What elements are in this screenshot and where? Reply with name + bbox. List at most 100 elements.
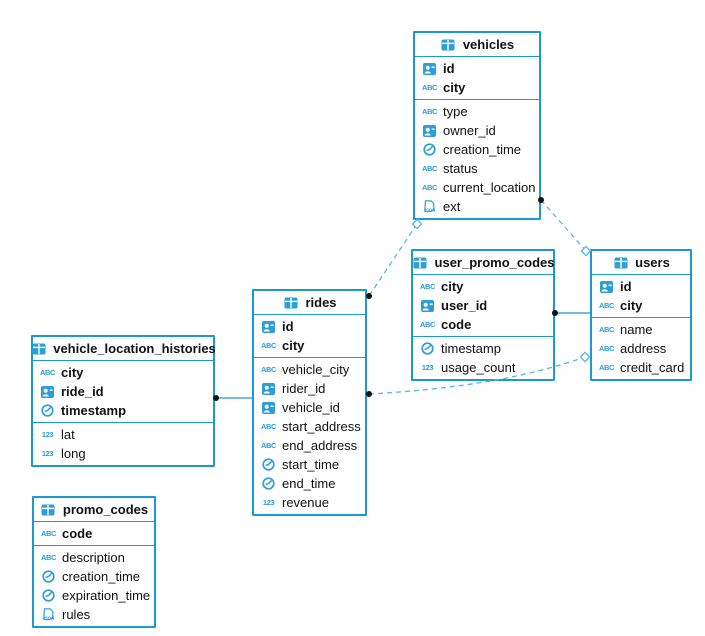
table-icon (440, 39, 457, 51)
column-name: ext (443, 199, 461, 214)
abc-type-icon: ABC (421, 82, 438, 92)
column-user_id: user_id (413, 296, 553, 315)
table-name: user_promo_codes (434, 255, 555, 270)
table-icon (30, 343, 47, 355)
column-name: id (620, 279, 632, 294)
number-type-icon: 123 (41, 448, 54, 458)
table-icon (282, 297, 299, 309)
column-name: code (441, 317, 472, 332)
table-icon (412, 257, 429, 269)
column-name: current_location (443, 180, 536, 195)
column-creation_time: creation_time (415, 140, 539, 159)
column-id: id (415, 59, 539, 78)
abc-type-icon: ABC (260, 440, 277, 450)
abc-type-icon: ABC (40, 528, 57, 538)
abc-type-icon: ABC (260, 340, 277, 350)
column-name: creation_time (443, 142, 522, 157)
column-name: owner_id (443, 123, 496, 138)
column-name: city (443, 80, 466, 95)
column-name: code (62, 526, 93, 541)
column-name: credit_card (620, 360, 685, 375)
abc-type-icon: ABC (419, 319, 436, 329)
number-type-icon: 123 (262, 497, 275, 507)
table-header[interactable]: vehicle_location_histories (30, 337, 216, 361)
id-type-icon (421, 62, 438, 75)
id-type-icon (598, 280, 615, 293)
column-name: city (620, 298, 643, 313)
svg-text:JSON: JSON (43, 615, 54, 620)
abc-type-icon: ABC (260, 421, 277, 431)
column-timestamp: timestamp (33, 401, 213, 420)
table-header[interactable]: users (592, 251, 690, 275)
column-code: ABC code (413, 315, 553, 334)
table-header[interactable]: vehicles (415, 33, 539, 57)
column-name: ride_id (61, 384, 104, 399)
column-start_time: start_time (254, 455, 365, 474)
table-name: promo_codes (62, 502, 149, 517)
column-city: ABC city (592, 296, 690, 315)
abc-type-icon: ABC (421, 106, 438, 116)
table-name: rides (305, 295, 337, 310)
timestamp-type-icon (40, 589, 57, 602)
timestamp-type-icon (39, 404, 56, 417)
column-expiration_time: expiration_time (34, 586, 154, 605)
column-name: city (441, 279, 464, 294)
column-name: type (443, 104, 468, 119)
column-timestamp: timestamp (413, 339, 553, 358)
column-code: ABC code (34, 524, 154, 543)
primary-key-section: ABC code (34, 522, 154, 545)
timestamp-type-icon (419, 342, 436, 355)
table-header[interactable]: rides (254, 291, 365, 315)
column-name: timestamp (61, 403, 127, 418)
table-name: vehicle_location_histories (53, 341, 216, 356)
column-name: start_time (282, 457, 340, 472)
column-owner_id: owner_id (415, 121, 539, 140)
column-name: lat (61, 427, 75, 442)
column-id: id (592, 277, 690, 296)
abc-type-icon: ABC (421, 182, 438, 192)
column-city: ABC city (415, 78, 539, 97)
column-name: city (282, 338, 305, 353)
number-type-icon: 123 (41, 429, 54, 439)
column-name: rider_id (282, 381, 326, 396)
column-end_time: end_time (254, 474, 365, 493)
table-header[interactable]: promo_codes (34, 498, 154, 522)
table-name: vehicles (462, 37, 515, 52)
number-type-icon: 123 (421, 362, 434, 372)
table-header[interactable]: user_promo_codes (412, 251, 555, 275)
column-name: end_address (282, 438, 358, 453)
column-rider_id: rider_id (254, 379, 365, 398)
column-type: ABC type (415, 102, 539, 121)
id-type-icon (419, 299, 436, 312)
column-name: vehicle_city (282, 362, 350, 377)
column-vehicle_id: vehicle_id (254, 398, 365, 417)
column-name: rules (62, 607, 91, 622)
column-current_location: ABC current_location (415, 178, 539, 197)
abc-type-icon: ABC (598, 343, 615, 353)
column-name: city (61, 365, 84, 380)
abc-type-icon: ABC (598, 300, 615, 310)
id-type-icon (39, 385, 56, 398)
